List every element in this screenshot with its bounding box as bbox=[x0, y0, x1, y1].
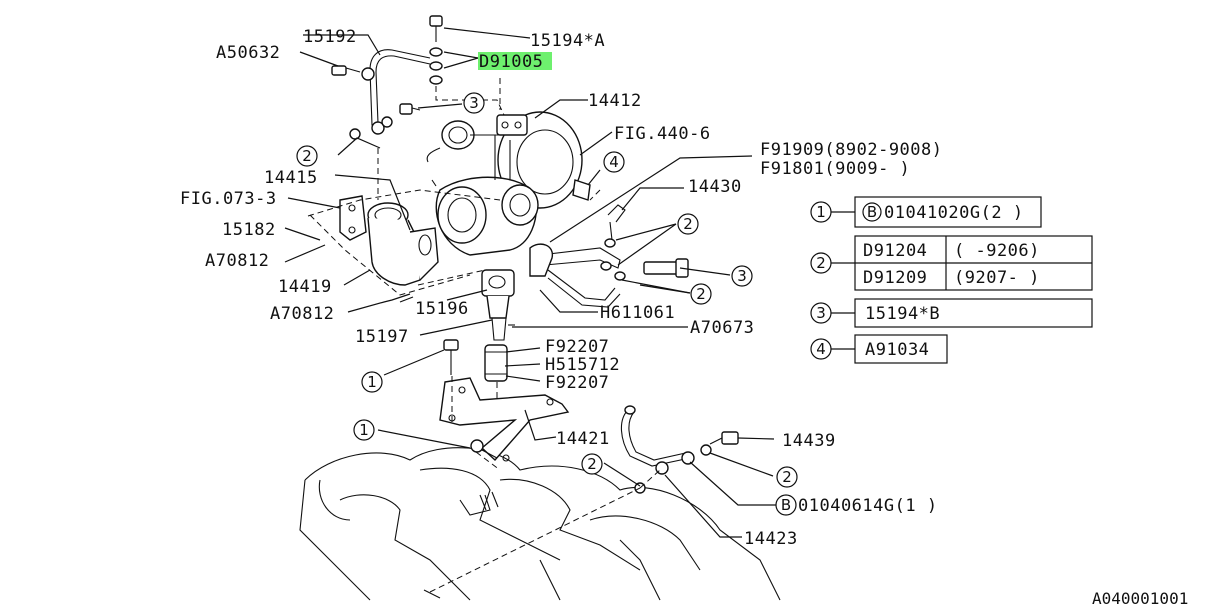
pipe-14423 bbox=[423, 405, 739, 599]
label-14415: 14415 bbox=[264, 168, 318, 188]
svg-text:B: B bbox=[781, 496, 791, 514]
svg-text:4: 4 bbox=[816, 340, 826, 358]
svg-text:2: 2 bbox=[683, 215, 693, 233]
engine-block-sketch bbox=[299, 447, 781, 601]
svg-text:2: 2 bbox=[696, 285, 706, 303]
label-fig440[interactable]: FIG.440-6 bbox=[614, 124, 711, 144]
callout-2-left: 2 bbox=[296, 145, 318, 167]
legend-row-4: 4 A91034 bbox=[810, 334, 948, 364]
legend-row-1: 1 B 01041020G(2 ) bbox=[810, 196, 1042, 228]
label-14412: 14412 bbox=[588, 91, 642, 111]
legend-row2a-part: D91204 bbox=[863, 241, 927, 261]
callout-b-bottom: B bbox=[775, 494, 797, 516]
label-a50632: A50632 bbox=[216, 43, 280, 63]
svg-text:3: 3 bbox=[469, 94, 479, 112]
label-d91005[interactable]: D91005 bbox=[479, 52, 543, 72]
oil-return-pipe bbox=[481, 269, 515, 382]
label-fig073[interactable]: FIG.073-3 bbox=[180, 189, 277, 209]
label-15196: 15196 bbox=[415, 299, 469, 319]
legend-row1-part: 01041020G(2 ) bbox=[884, 203, 1024, 223]
label-15194a: 15194*A bbox=[530, 31, 605, 51]
svg-text:2: 2 bbox=[816, 254, 826, 272]
label-01040614g: 01040614G(1 ) bbox=[798, 496, 938, 516]
legend-row-2: 2 D91204 ( -9206) D91209 (9207- ) bbox=[810, 235, 1093, 291]
exhaust-elbow-14419 bbox=[339, 195, 439, 286]
callout-3-top: 3 bbox=[463, 92, 485, 114]
svg-text:1: 1 bbox=[359, 421, 369, 439]
label-f91909: F91909(8902-9008) bbox=[760, 140, 943, 160]
label-f92207-top: F92207 bbox=[545, 337, 609, 357]
label-f91801: F91801(9009- ) bbox=[760, 159, 910, 179]
label-a70812-bottom: A70812 bbox=[270, 304, 334, 324]
svg-text:3: 3 bbox=[816, 304, 826, 322]
legend-row-3: 3 15194*B bbox=[810, 298, 1093, 328]
bracket-14421 bbox=[439, 339, 570, 462]
label-14421: 14421 bbox=[556, 429, 610, 449]
water-pipe-14430 bbox=[529, 204, 689, 308]
oil-pipe-15192 bbox=[331, 49, 431, 140]
label-a70673: A70673 bbox=[690, 318, 754, 338]
legend-row3-part: 15194*B bbox=[865, 304, 940, 324]
label-15192: 15192 bbox=[303, 27, 357, 47]
label-f92207-bottom: F92207 bbox=[545, 373, 609, 393]
callout-2-pipe-upper: 2 bbox=[677, 213, 699, 235]
svg-text:2: 2 bbox=[302, 147, 312, 165]
callout-2-pipe-lower: 2 bbox=[690, 283, 712, 305]
legend-row2a-range: ( -9206) bbox=[954, 241, 1040, 261]
label-14423: 14423 bbox=[744, 529, 798, 549]
guide-lines bbox=[307, 78, 661, 489]
svg-text:2: 2 bbox=[782, 468, 792, 486]
svg-text:4: 4 bbox=[609, 153, 619, 171]
svg-text:1: 1 bbox=[367, 373, 377, 391]
legend-row2b-part: D91209 bbox=[863, 268, 927, 288]
part-labels: 15192 A50632 15194*A D91005 14412 FIG.44… bbox=[180, 27, 1188, 606]
highlight-d91005 bbox=[478, 52, 552, 70]
svg-text:3: 3 bbox=[737, 267, 747, 285]
label-14419: 14419 bbox=[278, 277, 332, 297]
label-h611061: H611061 bbox=[600, 303, 675, 323]
label-14439: 14439 bbox=[782, 431, 836, 451]
legend-row4-part: A91034 bbox=[865, 340, 929, 360]
label-h515712: H515712 bbox=[545, 355, 620, 375]
svg-text:1: 1 bbox=[816, 203, 826, 221]
diagram-callouts: 3 2 4 2 3 2 1 1 bbox=[296, 92, 798, 516]
label-14430: 14430 bbox=[688, 177, 742, 197]
callout-4: 4 bbox=[603, 151, 625, 173]
callout-2-bottom-right: 2 bbox=[776, 466, 798, 488]
turbocharger-assembly bbox=[426, 111, 591, 256]
callout-1-lower: 1 bbox=[353, 419, 375, 441]
legend-row2b-range: (9207- ) bbox=[954, 268, 1040, 288]
leader-lines bbox=[284, 27, 776, 538]
label-15182: 15182 bbox=[222, 220, 276, 240]
label-15197: 15197 bbox=[355, 327, 409, 347]
callout-1-upper: 1 bbox=[361, 371, 383, 393]
legend-table: 1 B 01041020G(2 ) 2 D91204 ( -9206) D912… bbox=[810, 196, 1093, 364]
svg-text:B: B bbox=[867, 203, 877, 221]
callout-2-bottom-left: 2 bbox=[581, 453, 603, 475]
callout-3-right: 3 bbox=[731, 265, 753, 287]
diagram-id: A040001001 bbox=[1092, 589, 1188, 606]
bolt-washer-stack bbox=[399, 15, 443, 115]
label-a70812-top: A70812 bbox=[205, 251, 269, 271]
svg-text:2: 2 bbox=[587, 455, 597, 473]
